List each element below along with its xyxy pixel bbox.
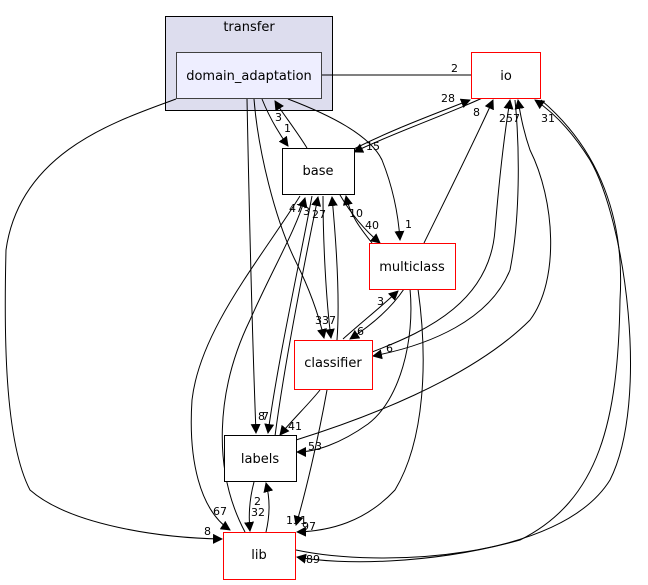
node-box xyxy=(369,243,456,290)
edge-io-to-lib[interactable]: 89 xyxy=(296,99,622,566)
edge-label: 8 xyxy=(258,410,265,423)
edge-label: 40 xyxy=(365,219,379,232)
edge-classifier-to-labels[interactable]: 41 xyxy=(279,389,321,436)
edge-lib-to-io[interactable]: 31 xyxy=(295,99,631,559)
edge-label: 1 xyxy=(405,218,412,231)
node-label: lib xyxy=(251,548,266,563)
edge-label: 67 xyxy=(213,505,227,518)
edge-label: 2 xyxy=(254,495,261,508)
edge-label: 8 xyxy=(204,525,211,538)
edge-label: 2 xyxy=(451,62,458,75)
edge-domain-adaptation-to-labels[interactable]: 8 xyxy=(246,98,265,434)
edge-base-to-domain-adaptation[interactable]: 3 xyxy=(274,100,308,149)
node-box xyxy=(223,532,296,580)
edge-label: 89 xyxy=(306,553,320,566)
node-label: classifier xyxy=(304,356,362,371)
edge-classifier-to-lib[interactable]: 131 xyxy=(286,389,328,527)
node-io[interactable]: io xyxy=(471,52,541,99)
node-multiclass[interactable]: multiclass xyxy=(369,243,456,290)
edge-label: 131 xyxy=(286,514,307,527)
edge-domain-adaptation-to-io[interactable]: 2 xyxy=(322,62,495,80)
node-box xyxy=(471,52,541,99)
edge-label: 6 xyxy=(386,342,393,355)
edge-multiclass-to-lib[interactable]: 97 xyxy=(296,288,424,537)
edge-base-to-multiclass[interactable]: 10 xyxy=(339,194,381,244)
edge-label: 3 xyxy=(303,205,310,218)
node-box xyxy=(294,340,373,390)
edge-label: 25 xyxy=(499,112,513,125)
edge-domain-adaptation-to-lib[interactable]: 8 xyxy=(4,98,223,544)
edge-label: 41 xyxy=(288,420,302,433)
edge-labels-to-io[interactable]: 7 xyxy=(295,99,552,441)
node-classifier[interactable]: classifier xyxy=(294,340,373,390)
node-box xyxy=(224,435,297,482)
edge-label: 37 xyxy=(322,314,336,327)
edge-label: 47 xyxy=(289,202,303,215)
edge-label: 3 xyxy=(315,314,322,327)
nodes: domain_adaptation io base multiclass cla… xyxy=(176,52,541,580)
edge-label: 53 xyxy=(308,440,322,453)
edge-label: 31 xyxy=(541,112,555,125)
edge-label: 7 xyxy=(513,112,520,125)
node-lib[interactable]: lib xyxy=(223,532,296,580)
edge-labels-to-base[interactable]: 3 xyxy=(274,196,322,437)
node-domain-adaptation[interactable]: domain_adaptation xyxy=(176,52,322,99)
edge-classifier-to-multiclass[interactable]: 3 xyxy=(342,290,399,340)
node-label: domain_adaptation xyxy=(186,69,312,84)
edge-label: 3 xyxy=(377,295,384,308)
edge-base-to-io[interactable]: 28 xyxy=(347,92,471,153)
edge-io-to-base[interactable]: 15 xyxy=(353,89,500,153)
edge-label: 10 xyxy=(349,207,363,220)
edge-multiclass-to-base[interactable]: 40 xyxy=(342,195,379,244)
edge-domain-adaptation-to-base[interactable]: 1 xyxy=(261,98,291,147)
edge-labels-to-lib[interactable]: 32 xyxy=(244,481,265,532)
node-base[interactable]: base xyxy=(282,148,355,195)
edge-io-to-classifier[interactable]: 6 xyxy=(372,99,519,360)
edges: 2 1 3 1 3 8 8 xyxy=(4,62,631,566)
node-label: labels xyxy=(241,452,279,467)
edge-base-to-lib[interactable]: 67 xyxy=(190,195,301,531)
node-box xyxy=(282,148,355,195)
edge-multiclass-to-io[interactable]: 8 xyxy=(423,99,494,244)
edge-label: 28 xyxy=(441,92,455,105)
edge-label: 32 xyxy=(251,506,265,519)
edge-multiclass-to-labels[interactable]: 53 xyxy=(296,288,412,457)
edge-classifier-to-io[interactable]: 25 xyxy=(371,99,514,353)
node-box xyxy=(176,52,322,99)
node-labels[interactable]: labels xyxy=(224,435,297,482)
edge-label: 15 xyxy=(366,140,380,153)
edge-label: 8 xyxy=(473,106,480,119)
edge-label: 3 xyxy=(275,111,282,124)
node-label: io xyxy=(500,69,512,84)
edge-label: 97 xyxy=(302,520,316,533)
node-label: base xyxy=(303,164,334,179)
edge-label: 7 xyxy=(262,410,269,423)
edge-lib-to-labels[interactable]: 2 xyxy=(254,482,274,533)
edge-multiclass-to-classifier[interactable]: 6 xyxy=(349,288,405,340)
edge-base-to-labels[interactable]: 7 xyxy=(262,195,313,434)
edge-domain-adaptation-to-classifier[interactable]: 3 xyxy=(253,98,327,339)
cluster-title: transfer xyxy=(223,20,275,35)
edge-label: 6 xyxy=(357,325,364,338)
edge-domain-adaptation-to-multiclass[interactable]: 1 xyxy=(287,98,412,241)
node-label: multiclass xyxy=(379,260,445,275)
edge-label: 1 xyxy=(284,122,291,135)
edge-base-to-classifier[interactable]: 37 xyxy=(322,195,336,339)
